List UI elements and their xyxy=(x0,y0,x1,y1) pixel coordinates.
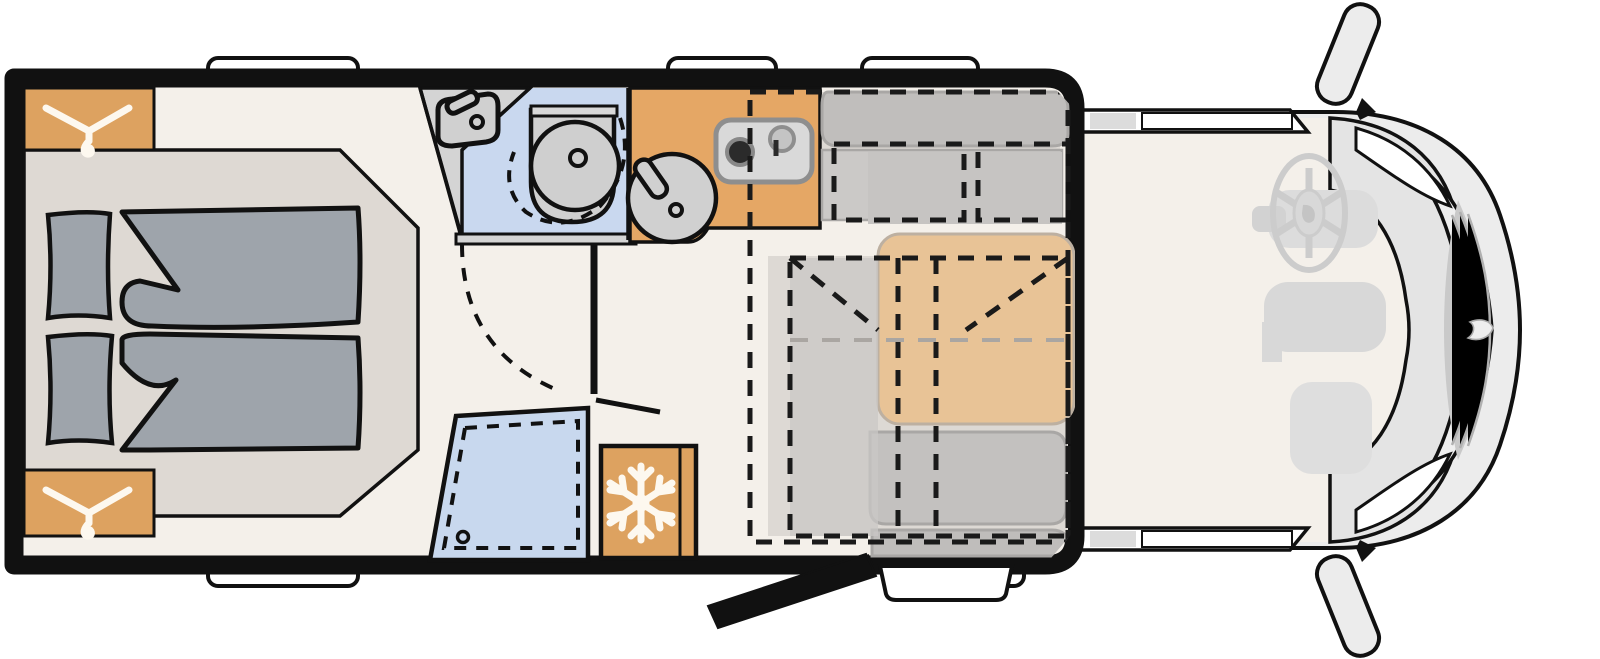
clothes-hanger-icon xyxy=(42,486,133,540)
fridge-zone[interactable] xyxy=(598,443,699,561)
rear-bedroom-zone xyxy=(22,86,420,540)
dinette-zone[interactable] xyxy=(747,89,1075,558)
steering-wheel xyxy=(1270,153,1348,273)
dash-center-console xyxy=(1264,282,1386,352)
cistern xyxy=(529,104,619,118)
front-grille xyxy=(1444,200,1494,460)
swivel-toilet xyxy=(507,104,627,225)
shower-tray[interactable] xyxy=(427,405,591,563)
dinette-table[interactable] xyxy=(876,232,1075,426)
snowflake-icon xyxy=(606,462,676,544)
pillow-lower xyxy=(45,331,115,446)
pillow-upper xyxy=(45,210,113,321)
basin-tap xyxy=(444,89,480,116)
dashed-bed-conversion-outline xyxy=(747,89,1071,545)
mirror-left xyxy=(1314,2,1382,120)
bathroom-door-swing-arc xyxy=(460,243,563,394)
single-bed-upper xyxy=(119,205,363,330)
wash-basin xyxy=(435,89,501,149)
hob-burner-1 xyxy=(725,137,755,167)
brand-emblem-icon xyxy=(1466,319,1494,341)
entrance-door-leaf[interactable] xyxy=(706,552,878,630)
cab-window-left xyxy=(1076,108,1312,134)
kitchen-tap xyxy=(632,157,670,200)
mirror-right xyxy=(1314,540,1382,658)
cab-window-right xyxy=(1076,526,1312,552)
dash-glovebox xyxy=(1290,382,1372,474)
toilet-rotation-arc xyxy=(507,117,627,225)
two-burner-hob xyxy=(713,117,815,185)
door-leaf xyxy=(595,397,661,415)
bed-extension-panel xyxy=(790,258,878,536)
bathroom-wall-lower xyxy=(454,232,638,246)
single-bed-lower xyxy=(119,331,363,453)
cab-body-group xyxy=(1073,2,1523,658)
rear-bench-backrest xyxy=(820,90,1070,148)
shower-enclosure-outline xyxy=(441,418,580,550)
kitchen-zone[interactable] xyxy=(625,86,822,245)
bathroom-zone xyxy=(417,86,661,415)
clothes-hanger-icon xyxy=(42,104,133,158)
headlight-left xyxy=(1354,126,1453,209)
headlight-right xyxy=(1354,451,1453,534)
kitchen-sink-round xyxy=(625,151,719,245)
entrance-step xyxy=(877,564,1015,602)
shower-drain xyxy=(455,529,471,545)
shower-zone[interactable] xyxy=(427,405,591,563)
